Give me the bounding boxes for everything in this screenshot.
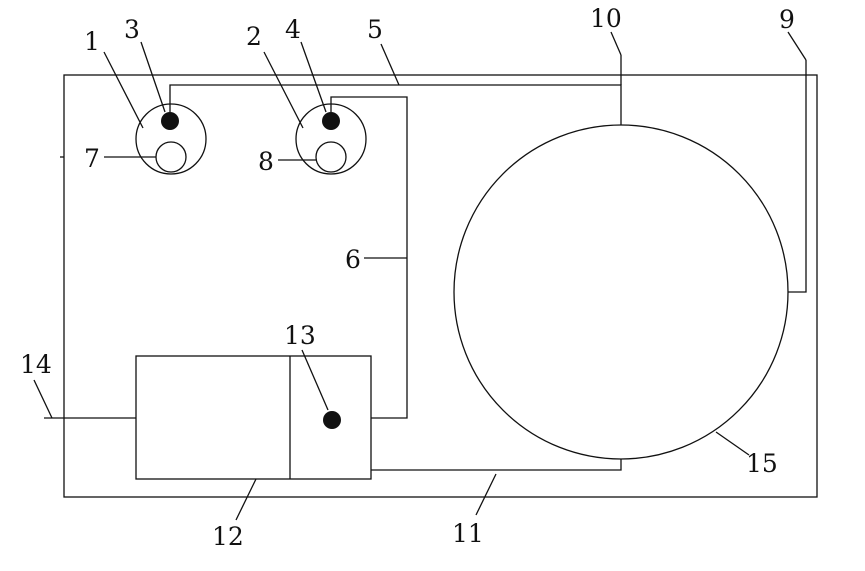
leader-15 (715, 431, 750, 456)
leader-11 (475, 473, 497, 516)
leader-10 (610, 31, 622, 56)
port-4-dot (322, 112, 340, 130)
component-1 (135, 103, 207, 175)
pipe-11 (371, 459, 622, 471)
component-1-circle (135, 103, 207, 175)
component-2 (295, 103, 367, 175)
leader-14 (33, 379, 53, 419)
leader-2 (263, 51, 304, 129)
pipe-9 (788, 60, 807, 293)
label-2: 2 (246, 22, 262, 51)
label-15: 15 (746, 449, 778, 478)
port-3-dot (161, 112, 179, 130)
leader-1 (103, 51, 144, 129)
label-13: 13 (284, 321, 316, 350)
port-7-circle (155, 141, 187, 173)
label-3: 3 (124, 15, 140, 44)
label-1: 1 (84, 27, 100, 56)
leader-lines (33, 31, 807, 521)
port-8-circle (315, 141, 347, 173)
leader-3 (140, 41, 166, 113)
label-14: 14 (20, 350, 52, 379)
pipe-5 (169, 84, 622, 125)
label-10: 10 (590, 4, 622, 33)
number-labels: 1 3 2 4 5 10 9 7 8 6 13 14 15 12 11 (20, 4, 795, 551)
label-7: 7 (84, 144, 100, 173)
label-9: 9 (779, 5, 795, 34)
block-12 (135, 355, 372, 480)
pipe-6 (330, 96, 408, 419)
leader-13 (301, 349, 329, 411)
leader-9 (787, 31, 807, 61)
label-12: 12 (212, 522, 244, 551)
label-8: 8 (258, 147, 274, 176)
vessel-15 (453, 124, 789, 460)
outer-frame (63, 74, 818, 498)
leader-4 (300, 41, 327, 113)
label-6: 6 (345, 245, 361, 274)
leader-5 (380, 43, 400, 86)
port-13-dot (323, 411, 341, 429)
label-5: 5 (367, 15, 383, 44)
label-11: 11 (452, 519, 484, 548)
label-4: 4 (285, 15, 301, 44)
leader-12 (235, 478, 257, 521)
